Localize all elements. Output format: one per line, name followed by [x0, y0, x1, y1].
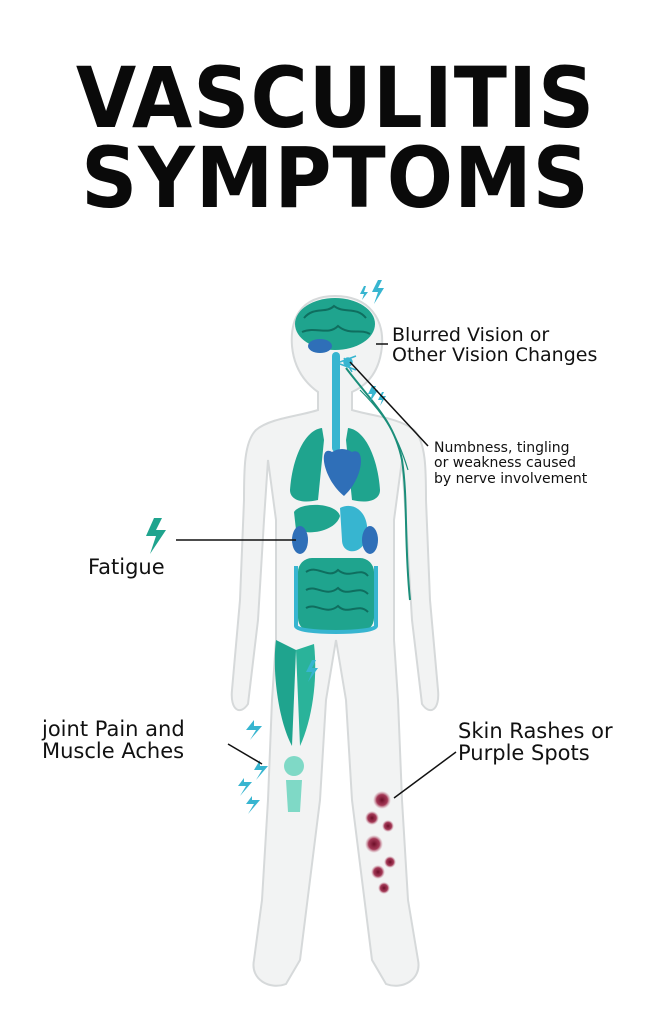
- leader-nerve: [349, 361, 429, 447]
- title-line-2: SYMPTOMS: [81, 130, 590, 228]
- label-skin-rashes: Skin Rashes or Purple Spots: [458, 719, 613, 766]
- lightning-bolt-icon: [146, 518, 166, 554]
- leader-skin: [393, 751, 457, 799]
- eye-nerve: [339, 355, 357, 373]
- leader-joint: [227, 743, 263, 765]
- liver-icon: [294, 504, 340, 533]
- kidney-left: [292, 526, 308, 554]
- kidney-right: [362, 526, 378, 554]
- lightning-bolt-icon: [238, 778, 252, 796]
- lightning-bolt-icon: [306, 660, 318, 682]
- lightning-bolt-icon: [246, 796, 260, 814]
- label-fatigue: Fatigue: [88, 555, 165, 579]
- lightning-bolt-icon: [378, 392, 386, 406]
- label-nerve-involvement: Numbness, tingling or weakness caused by…: [434, 440, 588, 487]
- skin-rash-spots: [365, 791, 396, 894]
- heart-icon: [323, 449, 362, 496]
- label-vision-changes: Blurred Vision or Other Vision Changes: [392, 324, 598, 366]
- title-line-1: VASCULITIS: [75, 50, 596, 148]
- intestines-icon: [294, 558, 378, 634]
- stomach-icon: [340, 505, 368, 552]
- label-joint-pain: joint Pain and Muscle Aches: [42, 717, 185, 764]
- lightning-bolt-icon: [372, 280, 384, 304]
- arm-nerve: [345, 367, 411, 601]
- body-silhouette: [230, 294, 440, 987]
- spinal-cord: [332, 352, 340, 452]
- lightning-bolt-icon: [246, 720, 262, 740]
- brain-icon: [295, 298, 375, 353]
- lightning-bolt-icon: [254, 760, 268, 780]
- lightning-bolt-icon: [360, 286, 368, 300]
- lungs-icon: [290, 428, 380, 502]
